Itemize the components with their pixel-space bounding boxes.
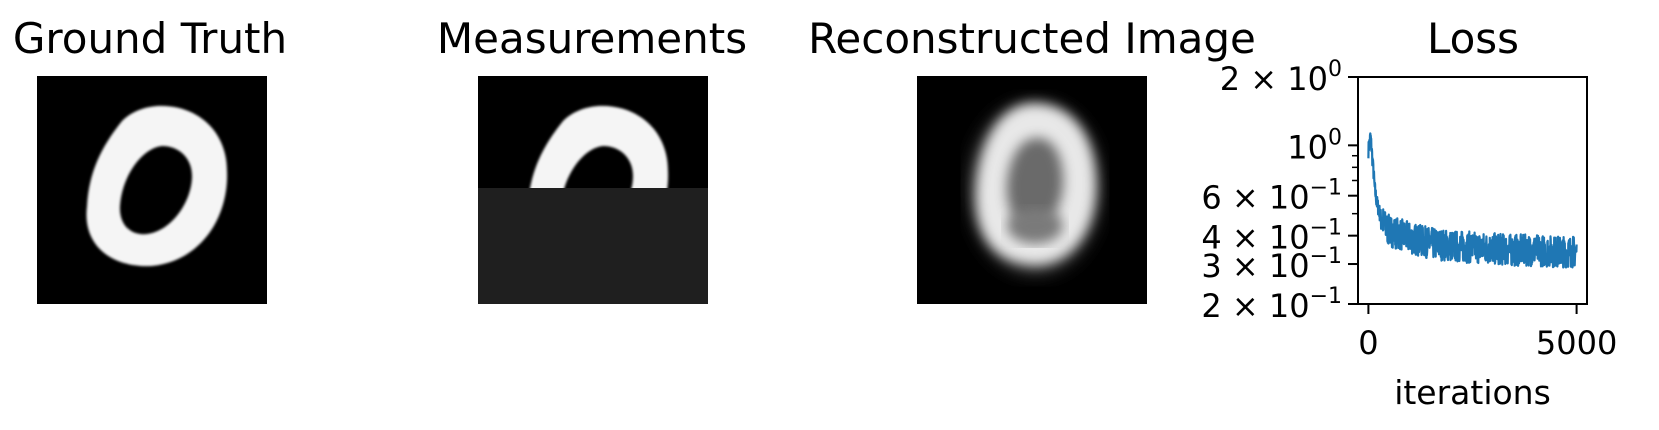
y-tick-label-1: 100 — [1287, 125, 1342, 166]
y-tick-label-5: 2 × 10−1 — [1201, 284, 1342, 325]
x-tick-label-1: 5000 — [1536, 324, 1617, 362]
y-tick-label-4: 3 × 10−1 — [1201, 244, 1342, 285]
x-tick-label-0: 0 — [1358, 324, 1378, 362]
reconstructed-image — [917, 76, 1147, 304]
loss-chart-title: Loss — [1426, 14, 1520, 63]
measurements-title: Measurements — [436, 14, 748, 63]
loss-plot-frame — [1357, 76, 1588, 305]
y-tick-label-2: 6 × 10−1 — [1201, 176, 1342, 217]
ground-truth-image — [37, 76, 267, 304]
loss-series-0 — [1367, 132, 1578, 269]
ground-truth-title: Ground Truth — [12, 14, 288, 63]
measurements-image — [478, 76, 708, 304]
x-axis-label: iterations — [1394, 373, 1551, 412]
reconstructed-title: Reconstructed Image — [808, 14, 1256, 63]
y-tick-label-0: 2 × 100 — [1220, 57, 1342, 98]
y-tick-label-3: 4 × 10−1 — [1201, 216, 1342, 257]
